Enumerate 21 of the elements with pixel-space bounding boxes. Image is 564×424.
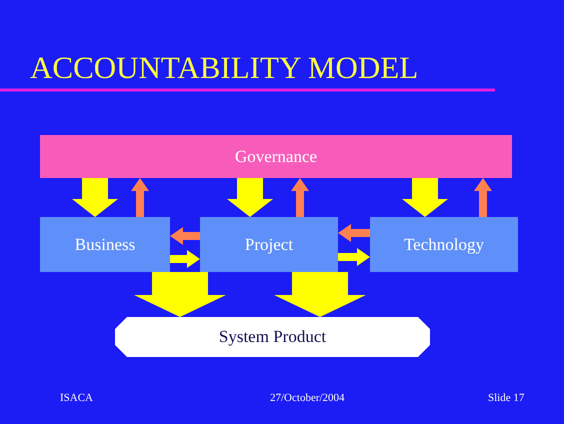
block-arrow	[170, 227, 200, 245]
product-box: System Product	[115, 317, 430, 357]
block-arrow	[131, 178, 149, 217]
footer-text: ISACA	[60, 392, 94, 404]
block-arrow	[170, 250, 200, 268]
slide-title: ACCOUNTABILITY MODEL	[30, 50, 418, 86]
block-arrow	[474, 178, 492, 217]
block-arrow	[134, 272, 226, 317]
block-arrow	[274, 272, 366, 317]
block-arrow	[227, 178, 273, 217]
process-box: Technology	[370, 217, 518, 272]
process-box: Project	[200, 217, 338, 272]
block-arrow	[338, 248, 370, 266]
process-box: Business	[40, 217, 170, 272]
date-text: 27/October/2004	[270, 392, 345, 404]
slide-number: Slide 17	[488, 392, 524, 404]
block-arrow	[338, 224, 370, 242]
governance-bar: Governance	[40, 135, 512, 178]
block-arrow	[72, 178, 118, 217]
block-arrow	[402, 178, 448, 217]
block-arrow	[291, 178, 309, 217]
